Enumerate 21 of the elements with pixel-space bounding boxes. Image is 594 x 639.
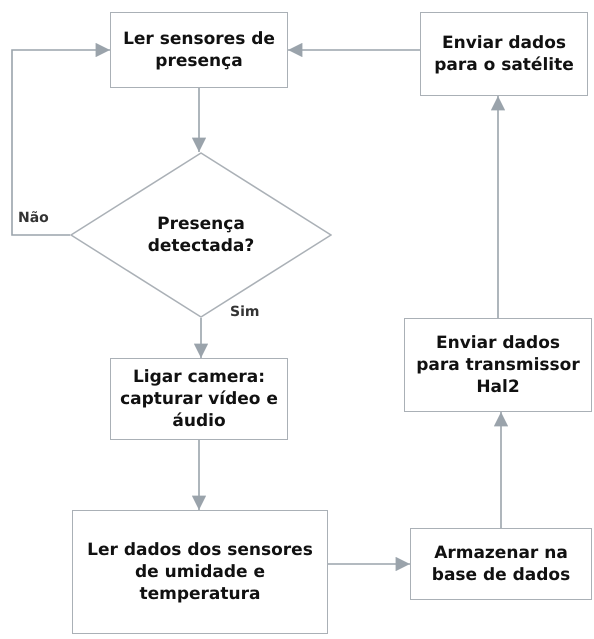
- node-text: Ler sensores de presença: [122, 28, 276, 72]
- node-text: Ligar camera: capturar vídeo e áudio: [119, 366, 279, 432]
- arrow: [194, 318, 208, 358]
- arrow: [192, 440, 206, 510]
- process-box: [72, 510, 328, 634]
- process-box: [110, 358, 288, 440]
- node-text: Enviar dados para o satélite: [433, 32, 575, 76]
- arrow: [11, 42, 110, 236]
- process-box: [410, 528, 592, 600]
- node-text: Presença detectada?: [146, 212, 256, 258]
- process-box: [420, 12, 588, 96]
- node-text: Enviar dados para transmissor Hal2: [415, 332, 581, 398]
- arrow: [328, 556, 410, 572]
- arrow: [490, 96, 506, 318]
- arrow: [192, 88, 206, 152]
- arrow: [288, 42, 420, 58]
- node-text: Armazenar na base de dados: [430, 542, 572, 586]
- process-box: [404, 318, 592, 412]
- arrow: [494, 412, 508, 528]
- node-text: Ler dados dos sensores de umidade e temperatura: [86, 538, 314, 606]
- process-box: [110, 12, 288, 88]
